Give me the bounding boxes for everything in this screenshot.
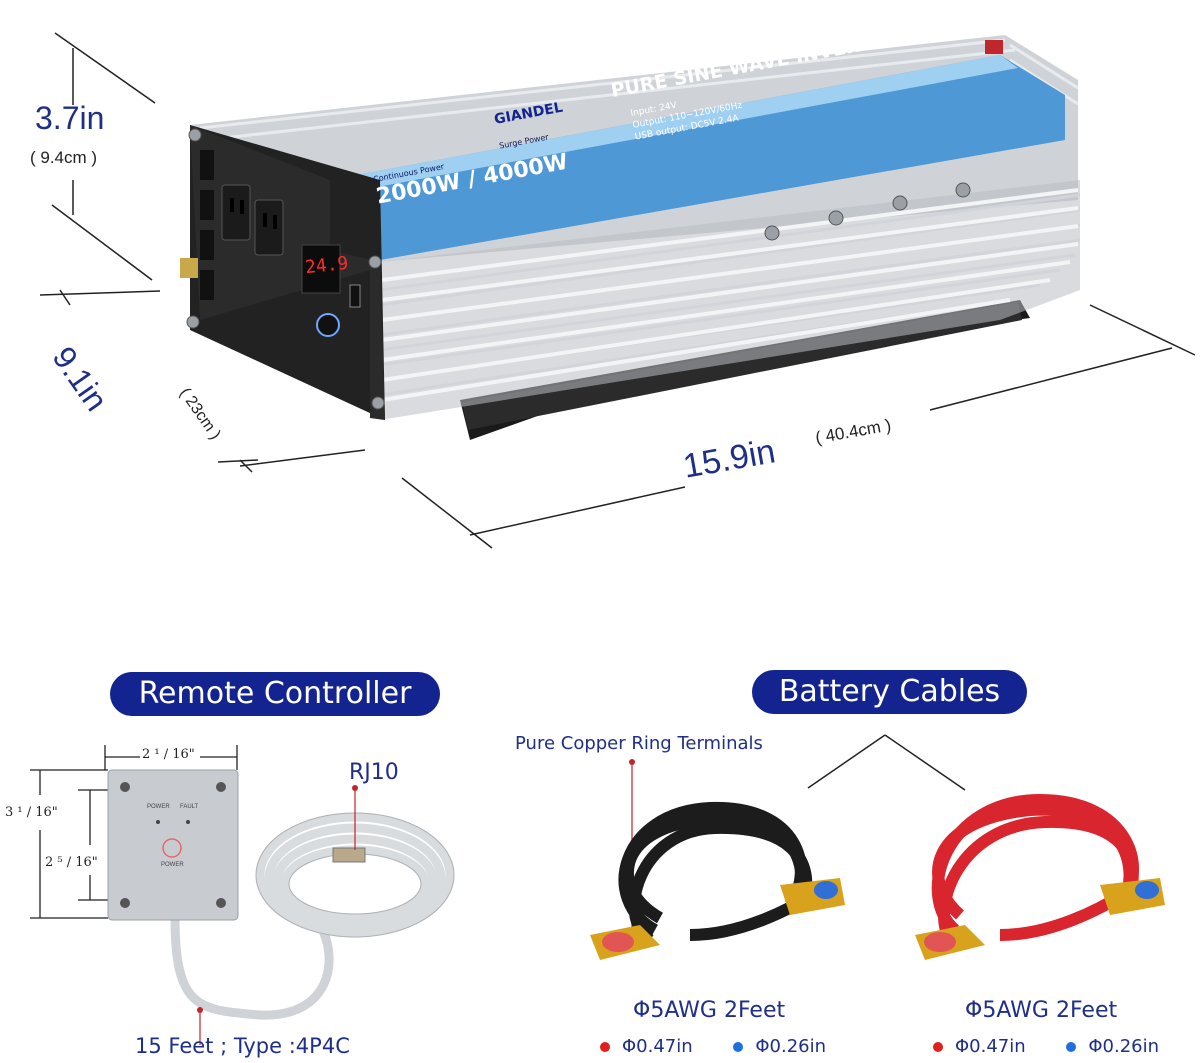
surge-power-label: Surge Power <box>498 132 550 151</box>
left-terminal-diameters: Φ0.47in Φ0.26in <box>600 1036 826 1057</box>
length-dimension-lines <box>401 304 1196 549</box>
left-cable-spec: Φ5AWG 2Feet <box>633 998 786 1023</box>
inverter-body <box>180 35 1081 440</box>
remote-button-label: POWER <box>161 862 184 868</box>
power-rating: 2000W / 4000W <box>374 149 570 210</box>
height-inch-label: 3.7in <box>35 100 105 136</box>
remote-controller-heading: Remote Controller <box>110 672 440 716</box>
remote-width-dim: 2 ¹ / 16" <box>142 747 195 762</box>
left-d2: Φ0.26in <box>755 1036 827 1057</box>
remote-outer-height-dim: 3 ¹ / 16" <box>5 805 58 820</box>
remote-fault-led-label: FAULT <box>180 804 199 810</box>
depth-dimension-lines <box>39 289 366 473</box>
remote-inner-height-dim: 2 ⁵ / 16" <box>45 855 98 870</box>
right-d2: Φ0.26in <box>1088 1036 1160 1057</box>
power-button-icon <box>316 313 340 337</box>
height-dimension-lines <box>51 32 156 281</box>
red-dot-icon <box>600 1042 610 1052</box>
blue-dot-icon <box>1066 1042 1077 1052</box>
remote-controller-illustration <box>30 745 455 1045</box>
rj10-plug <box>332 847 366 863</box>
battery-cables-heading: Battery Cables <box>752 670 1027 714</box>
ring-terminal-note: Pure Copper Ring Terminals <box>515 733 763 754</box>
blue-dot-icon <box>733 1042 744 1052</box>
height-cm-label: ( 9.4cm ) <box>30 148 98 167</box>
right-cable-spec: Φ5AWG 2Feet <box>965 998 1118 1023</box>
red-dot-icon <box>933 1042 943 1052</box>
remote-box <box>107 769 239 921</box>
brand-logo: GIANDEL <box>492 99 565 128</box>
battery-cables-illustration <box>590 734 1165 960</box>
right-d1: Φ0.47in <box>955 1036 1026 1057</box>
rj10-label: RJ10 <box>349 760 399 785</box>
remote-power-icon <box>162 838 182 858</box>
remote-power-led-label: POWER <box>147 804 170 810</box>
remote-cable-spec: 15 Feet ; Type :4P4C <box>135 1034 350 1058</box>
left-d1: Φ0.47in <box>622 1036 693 1057</box>
ac-outlets <box>221 184 284 256</box>
voltage-display-value: 24.9 <box>304 252 350 279</box>
right-terminal-diameters: Φ0.47in Φ0.26in <box>933 1036 1159 1057</box>
voltage-display <box>301 244 341 294</box>
